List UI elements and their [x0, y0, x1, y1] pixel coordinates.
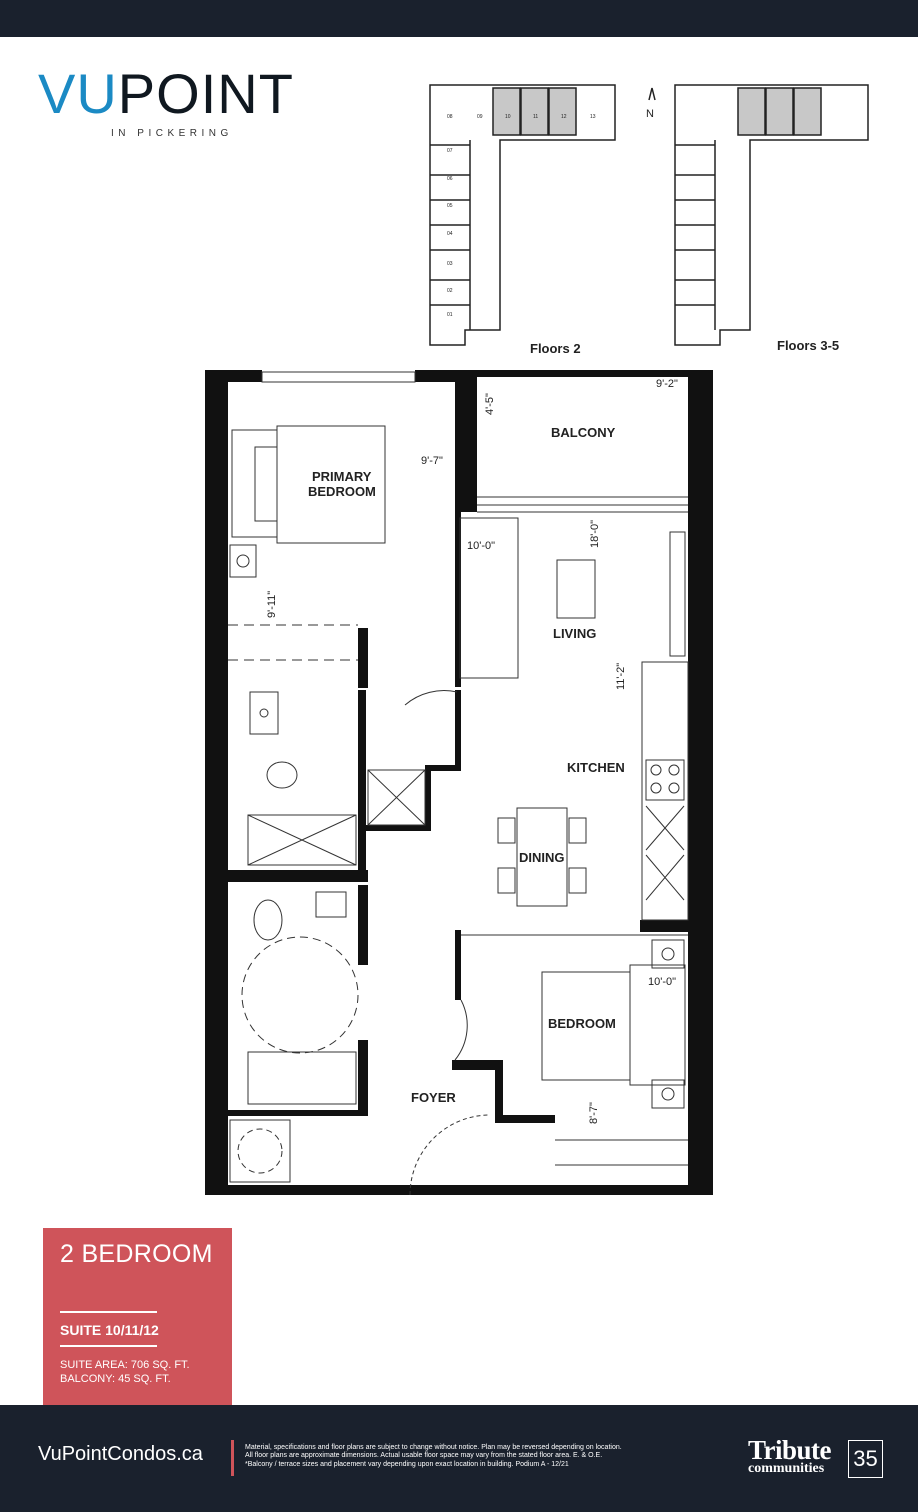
divider	[60, 1311, 157, 1313]
dim-living-width: 10'-0"	[467, 540, 495, 552]
svg-text:09: 09	[477, 114, 483, 120]
top-band	[0, 0, 918, 37]
svg-text:03: 03	[447, 261, 453, 267]
dim-bedroom-width: 10'-0"	[648, 976, 676, 988]
svg-text:11: 11	[533, 114, 538, 120]
logo-vu: VU	[38, 62, 118, 125]
room-label-bedroom: BEDROOM	[548, 1016, 616, 1031]
logo-communities: communities	[748, 1461, 825, 1476]
room-label-kitchen: KITCHEN	[567, 760, 625, 775]
room-label-primary-bedroom-2: BEDROOM	[308, 484, 376, 499]
balcony-area: BALCONY: 45 SQ. FT.	[60, 1373, 171, 1385]
dim-kitchen-depth: 11'-2"	[615, 663, 627, 690]
fixtures	[228, 371, 689, 1196]
walls	[205, 370, 713, 1195]
logo-subtitle: IN PICKERING	[111, 128, 233, 139]
svg-text:12: 12	[561, 114, 567, 120]
room-label-balcony: BALCONY	[551, 425, 616, 440]
dim-primary-depth: 9'-11"	[266, 591, 278, 618]
vupoint-logo: VUPOINT IN PICKERING	[38, 66, 308, 140]
svg-text:08: 08	[447, 114, 453, 120]
north-arrow-icon	[648, 87, 656, 101]
room-label-primary-bedroom-1: PRIMARY	[312, 469, 372, 484]
room-label-living: LIVING	[553, 626, 596, 641]
keyplan-label-floor-3-5: Floors 3-5	[777, 338, 839, 353]
svg-text:07: 07	[447, 148, 453, 154]
north-label: N	[646, 108, 654, 120]
dim-primary-width: 9'-7"	[421, 455, 443, 467]
tribute-communities-logo: Tribute communities	[748, 1435, 832, 1476]
room-label-dining: DINING	[519, 850, 565, 865]
room-label-foyer: FOYER	[411, 1090, 456, 1105]
keyplan-unit-10: 10	[505, 114, 511, 120]
logo-tribute: Tribute	[748, 1435, 832, 1465]
svg-text:05: 05	[447, 203, 453, 209]
dim-balcony-width: 9'-2"	[656, 378, 678, 390]
suite-number: SUITE 10/11/12	[60, 1322, 159, 1338]
disclaimer-text: Material, specifications and floor plans…	[245, 1444, 622, 1468]
website-link[interactable]: VuPointCondos.ca	[38, 1443, 203, 1465]
divider	[60, 1345, 157, 1347]
dim-living-depth: 18'-0"	[589, 520, 601, 548]
suite-area: SUITE AREA: 706 SQ. FT.	[60, 1359, 190, 1371]
svg-text:04: 04	[447, 231, 453, 237]
footer-divider	[231, 1440, 234, 1476]
keyplan-floor-2	[429, 84, 616, 346]
keyplan-floor-3-5	[648, 84, 869, 346]
svg-text:13: 13	[590, 114, 596, 120]
dim-balcony-depth: 4'-5"	[484, 393, 496, 415]
keyplan-label-floor-2: Floors 2	[530, 341, 581, 356]
svg-text:02: 02	[447, 288, 453, 294]
svg-text:06: 06	[447, 176, 453, 182]
footer	[0, 1405, 918, 1512]
logo-35-years: 35	[848, 1440, 883, 1478]
svg-text:01: 01	[447, 312, 453, 318]
suite-type: 2 BEDROOM	[60, 1240, 213, 1268]
suite-info-box: 2 BEDROOM SUITE 10/11/12 SUITE AREA: 706…	[43, 1228, 232, 1405]
dim-bedroom-depth: 8'-7"	[588, 1102, 600, 1124]
logo-point: POINT	[117, 62, 294, 125]
